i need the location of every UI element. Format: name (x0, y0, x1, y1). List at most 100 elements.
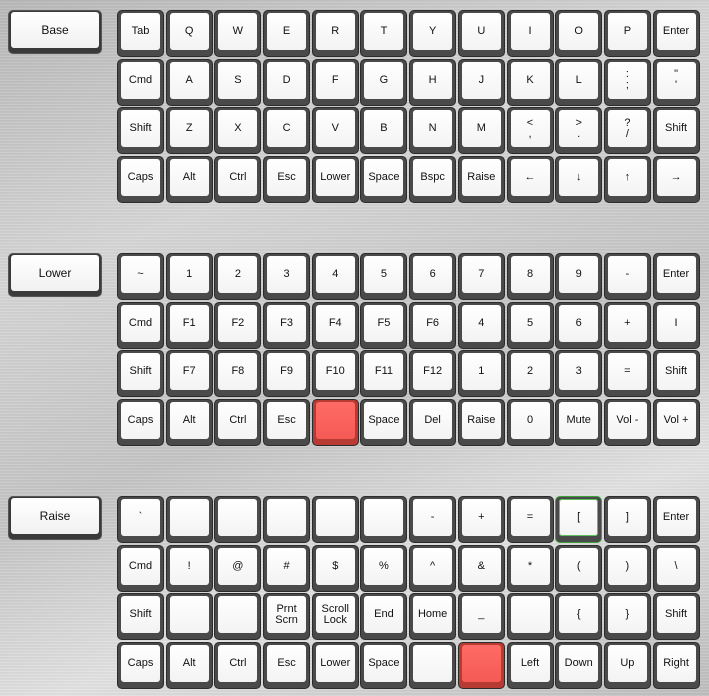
key[interactable]: F (311, 58, 359, 106)
key[interactable]: 8 (506, 253, 554, 300)
key[interactable]: F8 (214, 350, 262, 398)
key[interactable]: V (311, 107, 359, 155)
key[interactable]: N (409, 107, 457, 155)
key[interactable]: T (360, 10, 408, 57)
key[interactable]: Bspc (409, 156, 457, 204)
key[interactable]: F9 (263, 350, 311, 398)
key-blank[interactable] (311, 496, 359, 543)
key[interactable]: 7 (457, 253, 505, 300)
key-highlighted[interactable] (457, 642, 505, 690)
key[interactable]: 4 (311, 253, 359, 300)
key[interactable]: Caps (117, 642, 164, 690)
key[interactable]: Vol - (603, 399, 651, 447)
key-blank[interactable] (214, 593, 262, 641)
key[interactable]: F3 (263, 301, 311, 349)
key[interactable]: = (506, 496, 554, 543)
key[interactable]: F5 (360, 301, 408, 349)
key[interactable]: Raise (457, 399, 505, 447)
key[interactable]: <, (506, 107, 554, 155)
key[interactable]: G (360, 58, 408, 106)
key[interactable]: Enter (652, 253, 700, 300)
key[interactable]: 9 (555, 253, 603, 300)
key[interactable]: Left (506, 642, 554, 690)
layer-label-button[interactable]: Base (8, 10, 102, 54)
key-blank[interactable] (165, 593, 213, 641)
key[interactable]: I (652, 301, 700, 349)
key-blank[interactable] (165, 496, 213, 543)
key[interactable]: Lower (311, 156, 359, 204)
key[interactable]: F2 (214, 301, 262, 349)
key[interactable]: ] (603, 496, 651, 543)
key[interactable]: Del (409, 399, 457, 447)
key[interactable]: K (506, 58, 554, 106)
key[interactable]: - (603, 253, 651, 300)
key[interactable]: F12 (409, 350, 457, 398)
key[interactable]: L (555, 58, 603, 106)
key[interactable]: - (409, 496, 457, 543)
layer-label-button[interactable]: Lower (8, 253, 102, 297)
key[interactable]: F11 (360, 350, 408, 398)
key[interactable]: Enter (652, 10, 700, 57)
key[interactable]: C (263, 107, 311, 155)
key[interactable]: 6 (409, 253, 457, 300)
key[interactable]: O (555, 10, 603, 57)
key[interactable]: ^ (409, 544, 457, 592)
key[interactable]: [ (555, 496, 603, 543)
key[interactable]: 4 (457, 301, 505, 349)
key[interactable]: Caps (117, 399, 164, 447)
key-blank[interactable] (409, 642, 457, 690)
key[interactable]: Shift (117, 593, 164, 641)
key[interactable]: & (457, 544, 505, 592)
key[interactable]: 5 (506, 301, 554, 349)
key[interactable]: Alt (165, 156, 213, 204)
key[interactable]: % (360, 544, 408, 592)
key[interactable]: ?/ (603, 107, 651, 155)
key[interactable]: Shift (117, 350, 164, 398)
key[interactable]: Space (360, 642, 408, 690)
key[interactable]: { (555, 593, 603, 641)
key[interactable]: Esc (263, 399, 311, 447)
key[interactable]: Cmd (117, 58, 164, 106)
key[interactable]: I (506, 10, 554, 57)
key[interactable]: F1 (165, 301, 213, 349)
key[interactable]: ( (555, 544, 603, 592)
key[interactable]: 5 (360, 253, 408, 300)
key[interactable]: Up (603, 642, 651, 690)
key[interactable]: Cmd (117, 301, 164, 349)
key[interactable]: Caps (117, 156, 164, 204)
key[interactable]: Ctrl (214, 399, 262, 447)
key[interactable]: + (457, 496, 505, 543)
key[interactable]: 0 (506, 399, 554, 447)
key[interactable]: R (311, 10, 359, 57)
key[interactable]: 1 (165, 253, 213, 300)
key[interactable]: "' (652, 58, 700, 106)
key-blank[interactable] (214, 496, 262, 543)
key[interactable]: Down (555, 642, 603, 690)
key[interactable]: P (603, 10, 651, 57)
key[interactable]: :; (603, 58, 651, 106)
layer-label-button[interactable]: Raise (8, 496, 102, 540)
key[interactable]: Ctrl (214, 642, 262, 690)
key[interactable]: Mute (555, 399, 603, 447)
key[interactable]: ~ (117, 253, 164, 300)
key[interactable]: Esc (263, 642, 311, 690)
key[interactable]: U (457, 10, 505, 57)
key[interactable]: ↑ (603, 156, 651, 204)
key[interactable]: Cmd (117, 544, 164, 592)
key[interactable]: \ (652, 544, 700, 592)
key-blank[interactable] (263, 496, 311, 543)
key[interactable]: S (214, 58, 262, 106)
key[interactable]: Alt (165, 399, 213, 447)
key[interactable]: 6 (555, 301, 603, 349)
key[interactable]: Tab (117, 10, 164, 57)
key[interactable]: Vol + (652, 399, 700, 447)
key[interactable]: Esc (263, 156, 311, 204)
key[interactable]: 3 (263, 253, 311, 300)
key[interactable]: F6 (409, 301, 457, 349)
key[interactable]: ← (506, 156, 554, 204)
key[interactable]: Enter (652, 496, 700, 543)
key[interactable]: ↓ (555, 156, 603, 204)
key[interactable]: Shift (652, 593, 700, 641)
key[interactable]: Space (360, 399, 408, 447)
